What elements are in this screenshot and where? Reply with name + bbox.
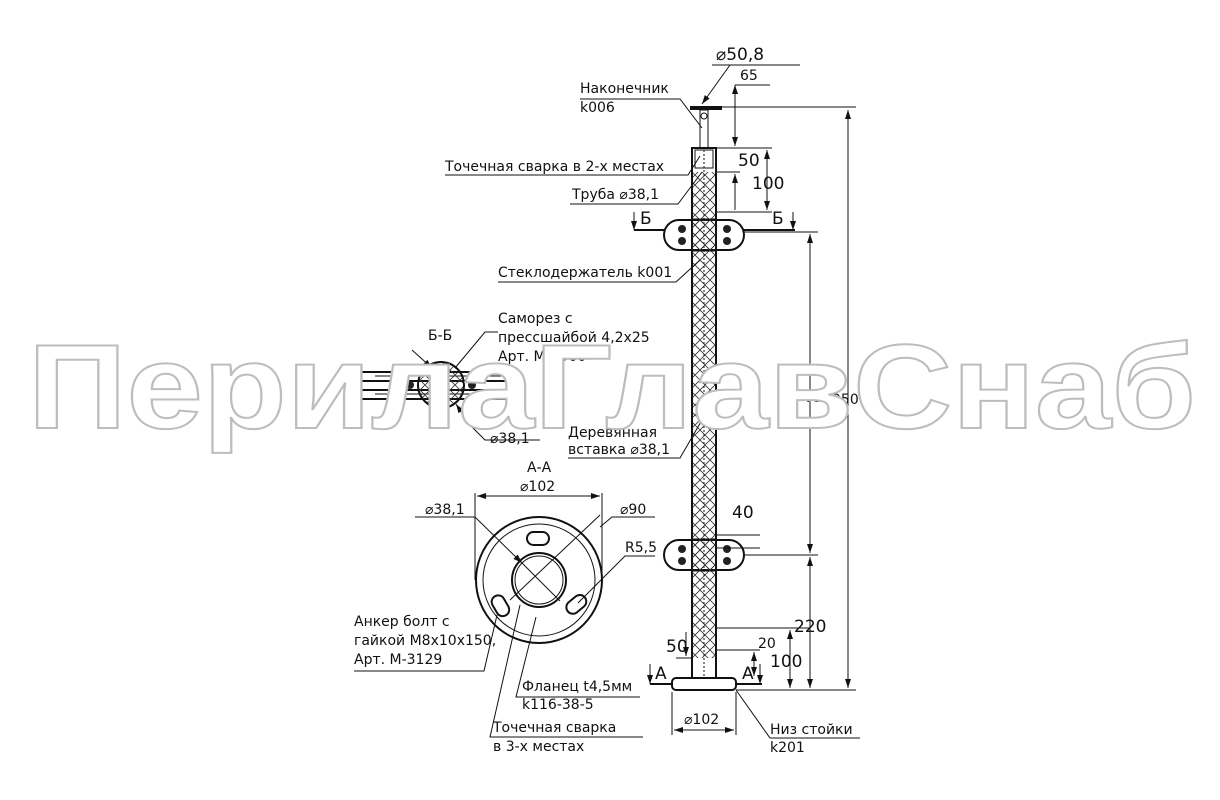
dim-100-top: 100 [752, 174, 784, 194]
wood-label-2: вставка ⌀38,1 [568, 442, 670, 458]
cap-code: k006 [580, 100, 615, 116]
dim-540: 540 [790, 387, 822, 407]
section-aa: А-А ⌀102 ⌀38,1 ⌀90 R5,5 Анкер болт с гай… [354, 460, 657, 755]
tube-label: Труба ⌀38,1 [571, 187, 659, 203]
section-mark-b-left: Б [640, 209, 652, 229]
section-aa-outer-diameter: ⌀102 [520, 479, 555, 495]
section-aa-circle-diameter: ⌀90 [620, 502, 646, 518]
section-bb-title: Б-Б [428, 328, 452, 344]
slot-left [490, 594, 511, 618]
weld-bottom-label-2: в 3-х местах [493, 739, 584, 755]
tube-section [511, 552, 567, 608]
dim-50-top: 50 [738, 151, 760, 171]
wood-label-1: Деревянная [568, 425, 657, 441]
flange [671, 677, 737, 691]
section-mark-a-left: А [655, 664, 667, 684]
dim-220: 220 [794, 617, 826, 637]
screw-label-3: Арт. М-3900 [498, 349, 586, 365]
dimensions: 950 540 220 65 50 100 40 50 20 100 ⌀102 [666, 68, 859, 735]
dim-65: 65 [740, 68, 758, 84]
dim-950: 950 [832, 392, 859, 408]
section-bb-diameter: ⌀38,1 [490, 431, 530, 447]
section-mark-a-right: А [742, 664, 754, 684]
flange-outer [475, 516, 603, 644]
weld-bottom-label-1: Точечная сварка [492, 720, 616, 736]
dim-50-bottom: 50 [666, 637, 688, 657]
cap-label: Наконечник [580, 81, 669, 97]
slot-right [565, 593, 588, 615]
flange-diameter: ⌀102 [684, 712, 719, 728]
section-aa-radius: R5,5 [625, 540, 657, 556]
section-bb: Б-Б Саморез с прессшайбой 4,2x25 Арт. М-… [357, 311, 650, 447]
section-aa-title: А-А [527, 460, 552, 476]
holder-label: Стеклодержатель k001 [498, 265, 672, 281]
post-elevation [663, 106, 745, 691]
anchor-label-1: Анкер болт с [354, 614, 450, 630]
flange-label-2: k116-38-5 [522, 697, 594, 713]
section-aa-tube-diameter: ⌀38,1 [425, 502, 465, 518]
glass-holder-bottom [663, 538, 745, 572]
dim-20: 20 [758, 636, 776, 652]
glass-holder-top [663, 218, 745, 252]
anchor-label-2: гайкой М8x10x150, [354, 633, 496, 649]
section-marks: Б Б А А [631, 209, 796, 685]
post-callouts: ⌀50,8 Наконечник k006 Точечная сварка в … [444, 45, 860, 756]
cap-diameter: ⌀50,8 [716, 45, 764, 65]
dim-40: 40 [732, 503, 754, 523]
section-mark-b-right: Б [772, 209, 784, 229]
anchor-label-3: Арт. М-3129 [354, 652, 442, 668]
screw-label-2: прессшайбой 4,2x25 [498, 330, 650, 346]
flange-label-1: Фланец t4,5мм [522, 679, 632, 695]
weld-top-label: Точечная сварка в 2-х местах [444, 159, 664, 175]
watermark: ПерилаГлавСнаб [28, 320, 1196, 454]
dim-100-bottom: 100 [770, 652, 802, 672]
slot-top [526, 531, 550, 546]
bottom-label: Низ стойки [770, 722, 853, 738]
bottom-code: k201 [770, 740, 805, 756]
screw-label-1: Саморез с [498, 311, 573, 327]
